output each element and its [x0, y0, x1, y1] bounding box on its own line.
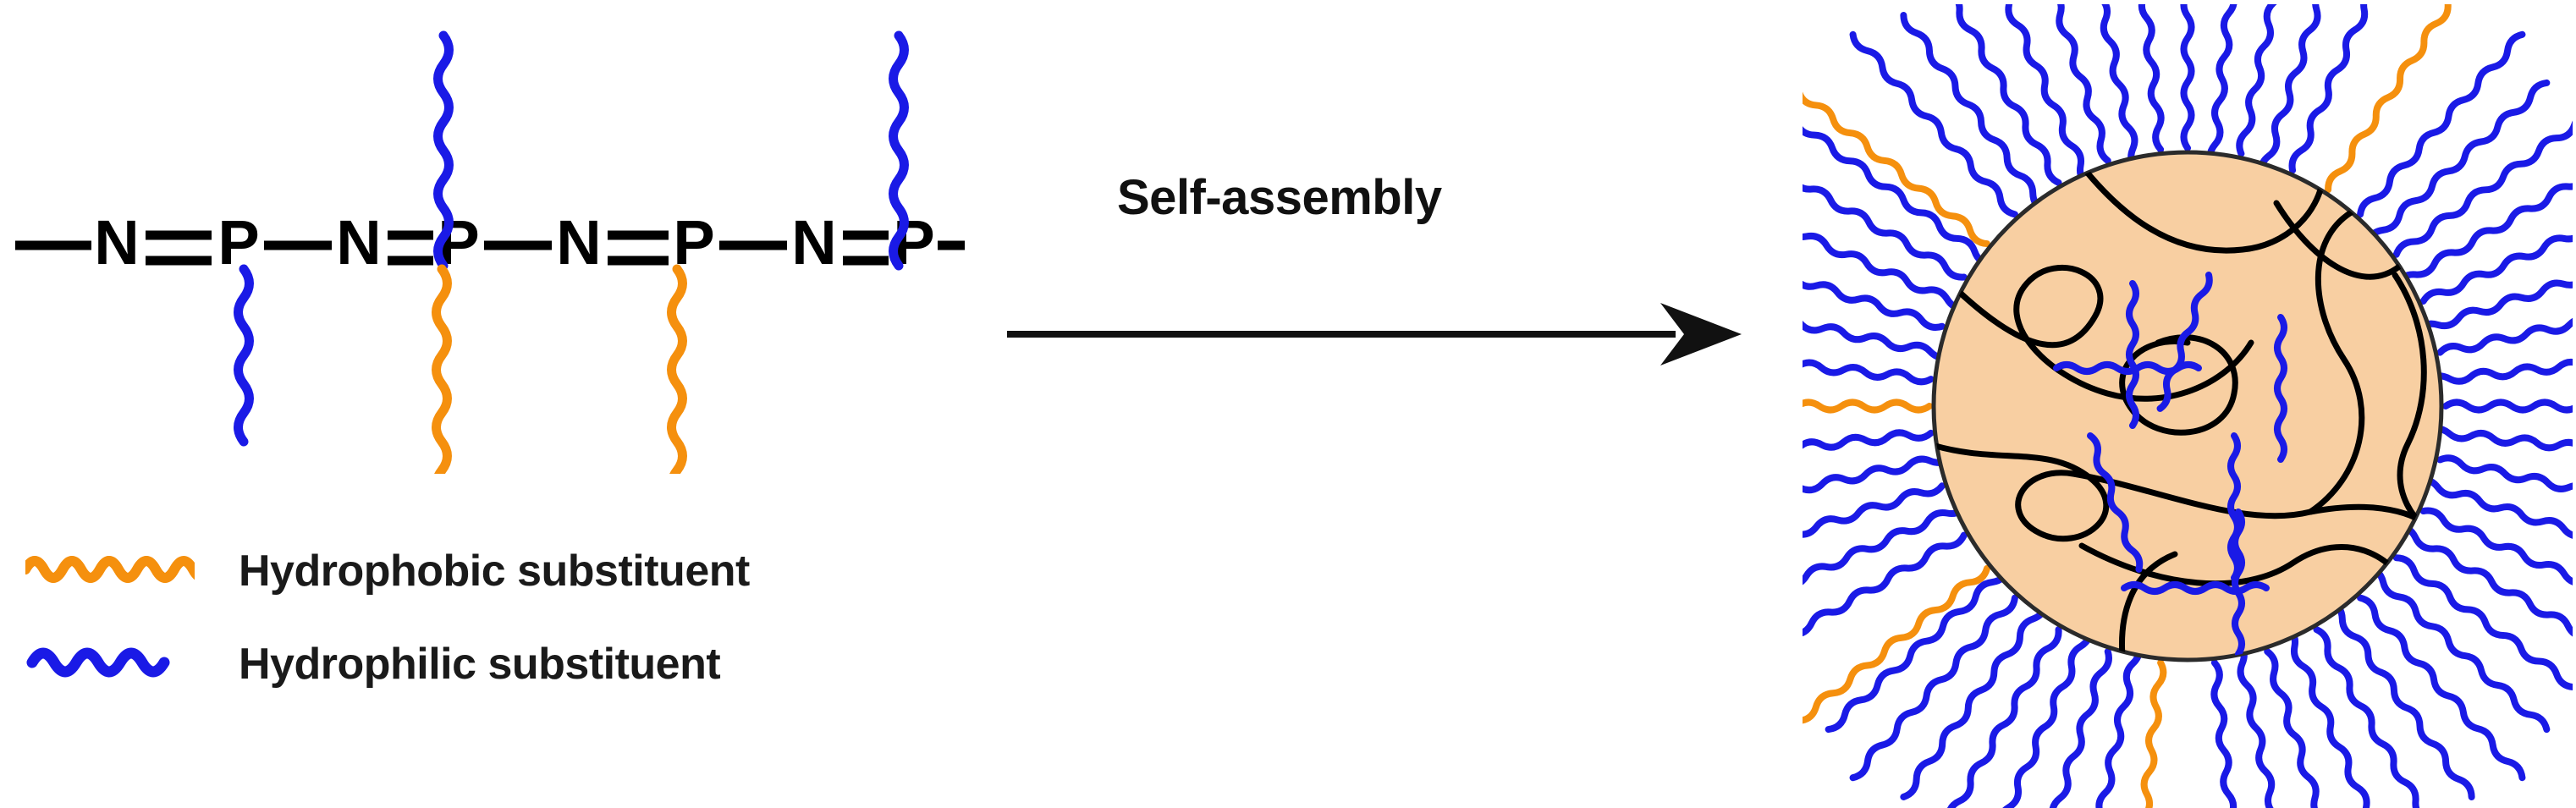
corona-chain: [1803, 532, 1966, 660]
atom-label-n-3: N: [556, 207, 601, 278]
legend-label-hydrophobic: Hydrophobic substituent: [239, 547, 750, 596]
corona-chain: [2427, 352, 2573, 385]
corona-chain: [2446, 403, 2573, 410]
micelle-svg: [1803, 4, 2573, 808]
corona-chain: [2439, 299, 2573, 356]
inner-backbone-chain: [1934, 441, 2314, 542]
polymer-structure-svg: N P N P: [15, 0, 965, 474]
micelle-inner-backbones: [1934, 152, 2441, 660]
corona-chain: [2210, 662, 2243, 808]
polymer-backbone-group: N P N P: [15, 36, 965, 474]
substituent-hydrophobic-p2-down: [437, 269, 448, 474]
corona-chain: [1803, 453, 1952, 510]
corona-chain: [2289, 4, 2395, 172]
corona-chain: [2394, 109, 2573, 257]
corona-chain: [1803, 89, 1990, 247]
substituent-legend: Hydrophobic substituent Hydrophilic subs…: [25, 525, 956, 711]
corona-chain: [2132, 662, 2165, 808]
hydrophilic-wavy-swatch-icon: [26, 647, 170, 678]
substituent-hydrophobic-p3-down: [672, 269, 683, 474]
self-assembly-arrow-icon: [1007, 303, 1742, 366]
self-assembly-arrow-panel: Self-assembly: [1007, 161, 1769, 406]
inner-backbone-chain: [1956, 265, 2254, 402]
substituent-hydrophilic-p1-down: [239, 269, 250, 442]
hydrophobic-wavy-swatch-icon: [25, 541, 195, 601]
corona-chain: [2083, 641, 2141, 808]
atom-label-n-1: N: [94, 207, 139, 278]
corona-chain: [1803, 429, 1931, 462]
corona-chain: [2234, 641, 2292, 808]
corona-chain: [2325, 4, 2463, 192]
self-assembly-caption: Self-assembly: [1117, 170, 1442, 225]
corona-chain: [1803, 350, 1931, 383]
atom-label-n-2: N: [336, 207, 381, 278]
corona-chain: [2083, 4, 2141, 171]
corona-chain: [1803, 403, 1929, 410]
legend-item-hydrophilic: Hydrophilic substituent: [25, 618, 956, 711]
corona-chain: [2132, 4, 2165, 150]
legend-item-hydrophobic: Hydrophobic substituent: [25, 525, 956, 618]
polymer-structure-panel: N P N P: [0, 0, 973, 474]
micelle-panel: [1803, 4, 2573, 808]
corona-chain: [1803, 565, 1990, 723]
corona-chain: [2184, 4, 2192, 148]
legend-label-hydrophilic: Hydrophilic substituent: [239, 640, 721, 689]
corona-chain: [1803, 119, 1995, 267]
corona-chain: [1935, 628, 2062, 808]
corona-chain: [1803, 302, 1952, 360]
micelle-core: [1931, 150, 2444, 662]
corona-chain: [1803, 153, 1966, 281]
atom-label-n-4: N: [791, 207, 836, 278]
atom-label-p-1: P: [217, 207, 259, 278]
corona-chain: [2395, 162, 2573, 289]
